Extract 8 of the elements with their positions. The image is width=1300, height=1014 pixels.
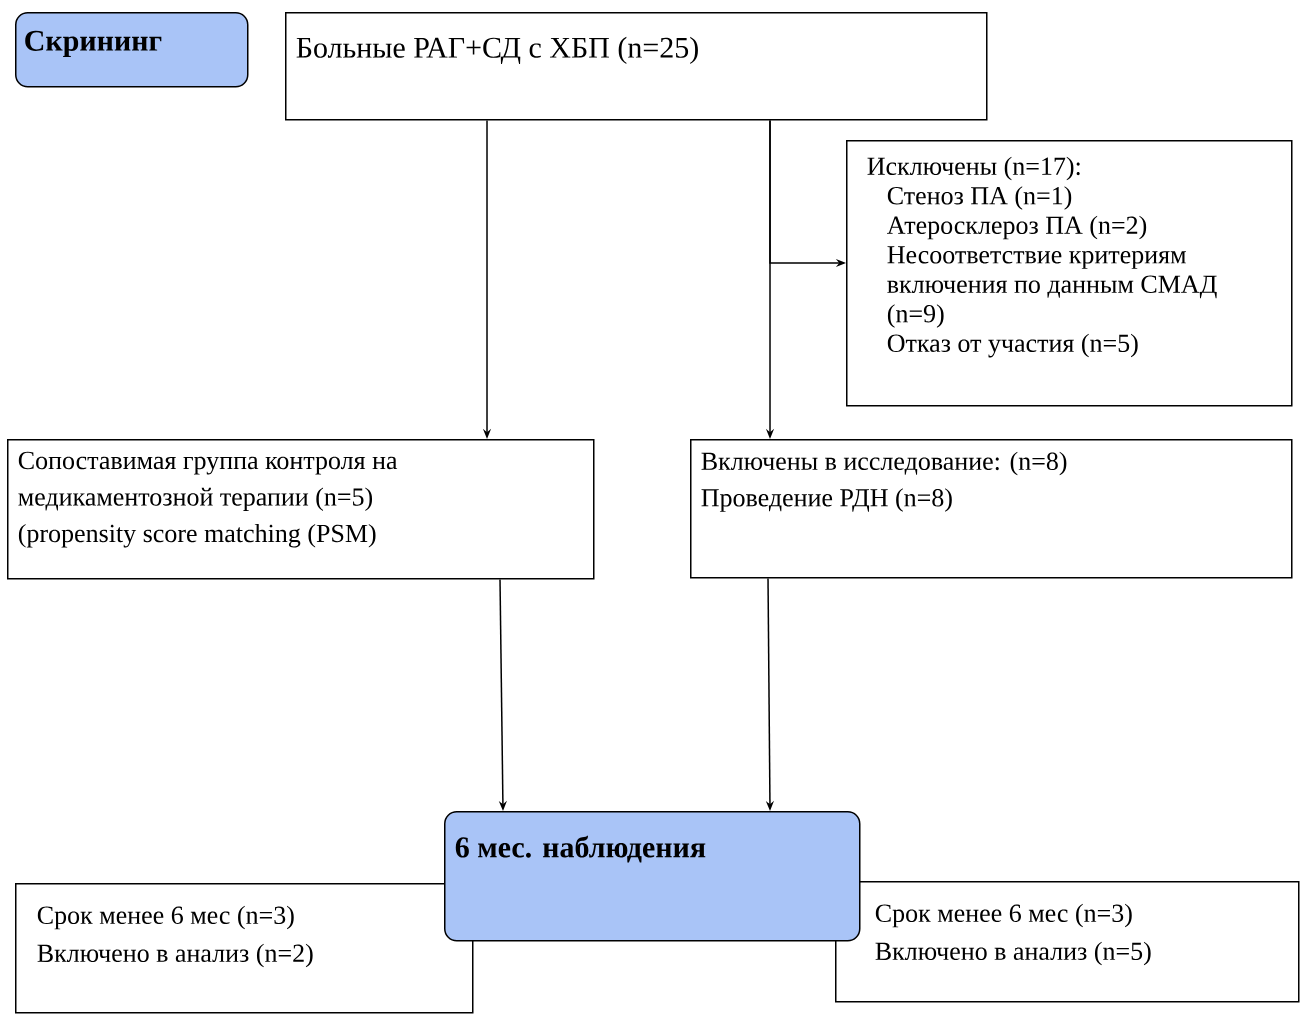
flow-box: Исключены (n=17): Стеноз ПА (n=1) Атеросклероз ПА (n=2) Несоответствие критериям включения по данным СМАД (n=9) Отказ от участия (n=5) — [846, 140, 1293, 407]
flow-box: Больные РАГ+СД с ХБП (n=25) — [285, 12, 988, 121]
flow-box: Включены в исследование: (n=8) Проведение РДН (n=8) — [690, 439, 1293, 579]
stage-box: 6 мес. наблюдения — [444, 811, 861, 942]
stage-box: Скрининг — [15, 12, 249, 88]
flow-box: Сопоставимая группа контроля на медикаментозной терапии (n=5) (propensity score matching (PSM) — [7, 439, 595, 580]
flow-box: Срок менее 6 мес (n=3) Включено в анализ (n=5) — [835, 881, 1300, 1003]
flow-box: Срок менее 6 мес (n=3) Включено в анализ (n=2) — [15, 883, 474, 1014]
